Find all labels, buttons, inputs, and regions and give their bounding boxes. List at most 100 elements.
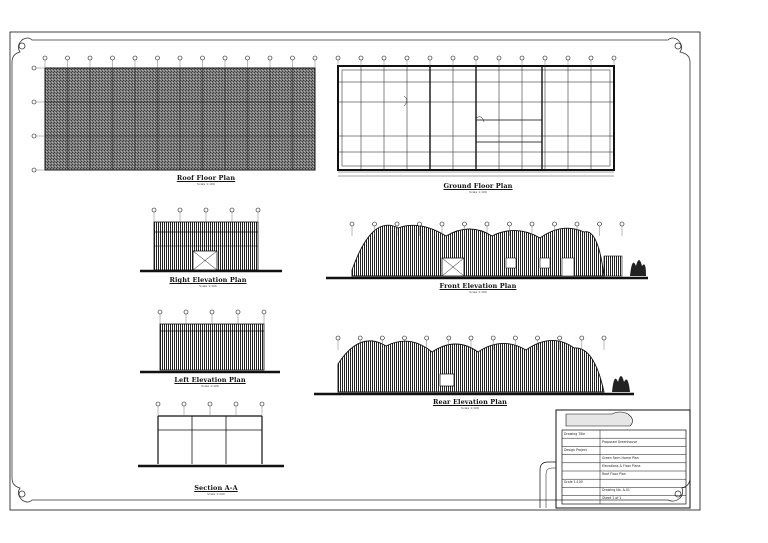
grid-axis-marker (394, 221, 400, 227)
grid-axis-marker (402, 335, 407, 341)
grid-axis-marker (203, 207, 209, 213)
right-elevation (140, 207, 282, 273)
grid-axis-marker (267, 55, 273, 61)
grid-axis-marker (157, 309, 163, 315)
grid-axis-marker (177, 55, 183, 61)
grid-axis-marker (619, 221, 625, 227)
roof-plan-scale: Scale 1:100 (197, 182, 215, 186)
title-block-row-7: Scale 1:100 (564, 480, 583, 484)
ground-plan-title: Ground Floor Plan (443, 182, 513, 190)
grid-axis-marker (529, 221, 535, 227)
rear-elevation-scale: Scale 1:100 (461, 406, 479, 410)
grid-axis-marker (155, 55, 160, 61)
right-elevation-scale: Scale 1:100 (199, 284, 217, 288)
grid-axis-marker (132, 55, 138, 61)
grid-axis-marker (31, 99, 37, 105)
grid-axis-marker (450, 55, 456, 61)
grid-axis-marker (155, 401, 161, 407)
front-elevation-title: Front Elevation Plan (439, 282, 517, 290)
title-block-row-8: Drawing No. A-01 (602, 488, 630, 492)
grid-axis-marker (261, 309, 267, 315)
grid-axis-marker (611, 55, 617, 61)
grid-axis-marker (222, 55, 228, 61)
grid-axis-marker (468, 335, 474, 341)
grid-axis-marker (513, 335, 518, 341)
grid-axis-marker (349, 221, 355, 227)
grid-axis-marker (427, 55, 433, 61)
grid-axis-marker (597, 221, 602, 227)
roof-floor-plan (31, 55, 318, 173)
grid-axis-marker (490, 335, 496, 341)
grid-axis-marker (209, 309, 215, 315)
grid-axis-marker (542, 55, 548, 61)
grid-axis-marker (31, 133, 37, 139)
grid-axis-marker (335, 55, 341, 61)
grid-axis-marker (259, 401, 265, 407)
grid-axis-marker (358, 55, 364, 61)
front-elevation (326, 221, 648, 280)
grid-axis-marker (496, 55, 502, 61)
title-block-row-4: Green Farm Home Plan (602, 456, 639, 460)
grid-axis-marker (417, 221, 422, 227)
section-scale: Scale 1:100 (207, 492, 225, 496)
grid-axis-marker (151, 207, 157, 213)
section-title: Section A-A (194, 484, 238, 492)
grid-axis-marker (183, 309, 189, 315)
title-block-row-1: Drawing Title (564, 432, 586, 436)
grid-axis-marker (557, 335, 562, 341)
grid-axis-marker (31, 167, 37, 173)
grid-axis-marker (200, 55, 205, 61)
roof-plan-title: Roof Floor Plan (176, 174, 236, 182)
title-block-row-5: Elevations & Floor Plans (602, 464, 641, 468)
grid-axis-marker (335, 335, 341, 341)
grid-axis-marker (565, 55, 571, 61)
grid-axis-marker (552, 221, 557, 227)
ornamental-border (11, 37, 691, 503)
grid-axis-marker (229, 207, 235, 213)
title-block-row-2: Proposed Greenhouse (602, 440, 637, 444)
left-elevation-scale: Scale 1:100 (201, 384, 219, 388)
grid-axis-marker (181, 401, 187, 407)
grid-axis-marker (484, 221, 490, 227)
grid-axis-marker (233, 401, 239, 407)
grid-axis-marker (579, 335, 585, 341)
grid-axis-marker (588, 55, 594, 61)
right-elevation-title: Right Elevation Plan (169, 276, 247, 284)
left-elevation-title: Left Elevation Plan (174, 376, 246, 384)
grid-axis-marker (42, 55, 48, 61)
grid-axis-marker (601, 335, 607, 341)
grid-axis-marker (381, 55, 387, 61)
grid-axis-marker (507, 221, 512, 227)
title-block-row-6: Roof Floor Plan (602, 472, 626, 476)
grid-axis-marker (519, 55, 525, 61)
grid-axis-marker (446, 335, 452, 341)
grid-axis-marker (424, 335, 429, 341)
grid-axis-marker (245, 55, 250, 61)
grid-axis-marker (31, 65, 37, 71)
grid-axis-marker (65, 55, 70, 61)
rear-elevation-title: Rear Elevation Plan (433, 398, 507, 406)
grid-axis-marker (207, 401, 213, 407)
grid-axis-marker (177, 207, 183, 213)
grid-axis-marker (255, 207, 261, 213)
grid-axis-marker (462, 221, 467, 227)
title-block-row-9: Sheet 1 of 1 (602, 496, 622, 500)
left-elevation (140, 309, 280, 374)
grid-axis-marker (312, 55, 318, 61)
title-block-row-3: Design Project (564, 448, 587, 452)
title-block (539, 409, 691, 509)
grid-axis-marker (439, 221, 445, 227)
ground-plan-scale: Scale 1:100 (469, 190, 487, 194)
grid-axis-marker (535, 335, 540, 341)
grid-axis-marker (290, 55, 295, 61)
grid-axis-marker (87, 55, 93, 61)
rear-elevation (314, 335, 634, 396)
grid-axis-marker (372, 221, 377, 227)
grid-axis-marker (235, 309, 241, 315)
grid-axis-marker (574, 221, 580, 227)
ground-floor-plan (335, 55, 617, 177)
grid-axis-marker (357, 335, 363, 341)
sheet-frame (9, 31, 701, 511)
grid-axis-marker (404, 55, 410, 61)
front-elevation-scale: Scale 1:100 (469, 290, 487, 294)
